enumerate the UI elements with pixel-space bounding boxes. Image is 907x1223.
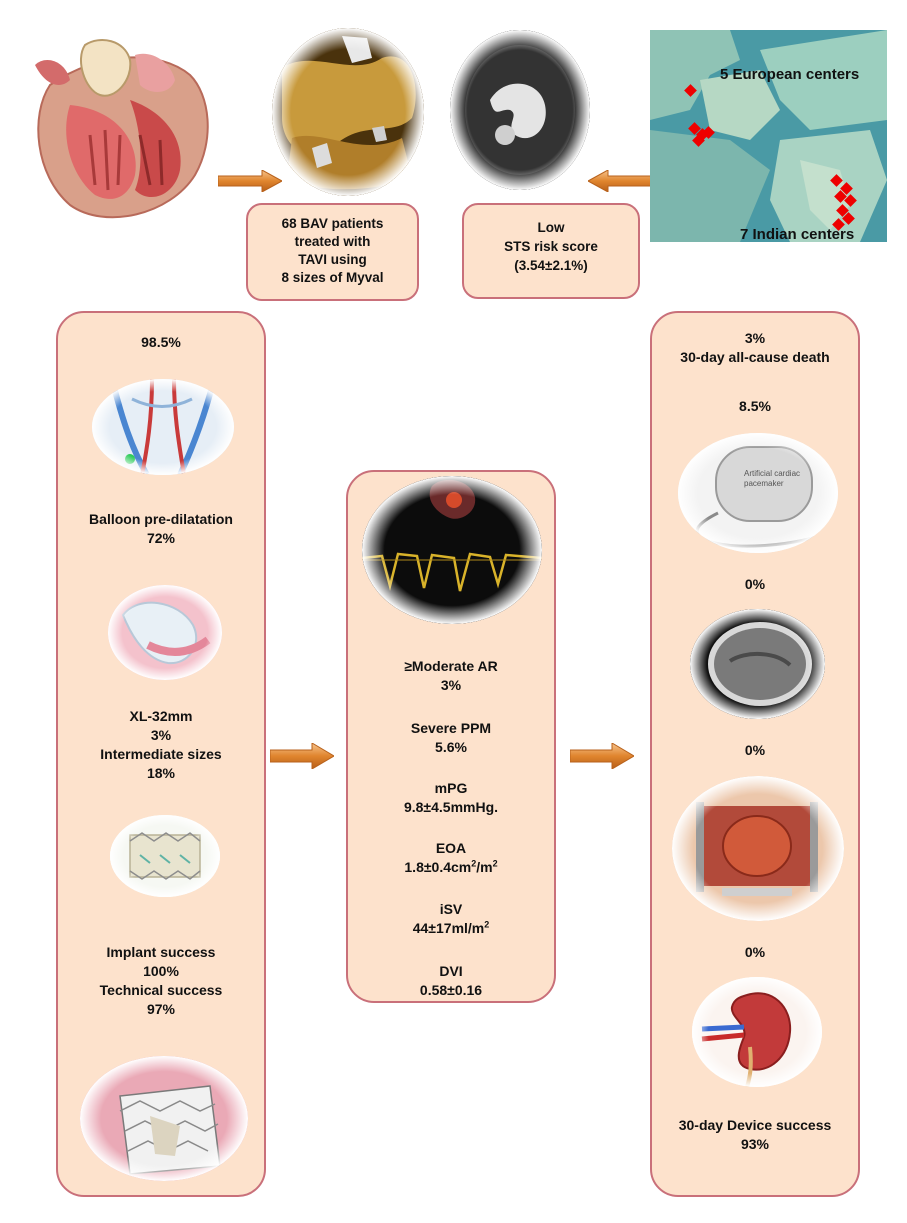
brain-ct-image [690, 609, 825, 719]
patients-line: 68 BAV patients [281, 216, 384, 231]
kidney-image [692, 977, 822, 1087]
intermediate-sizes-label: Intermediate sizes [100, 746, 222, 762]
india-centers-label: 7 Indian centers [740, 226, 855, 242]
patients-box: 68 BAV patients treated with TAVI using … [246, 203, 419, 301]
ct-3d-render-image [272, 28, 424, 196]
severe-ppm-label: Severe PPM [410, 720, 492, 736]
death-label: 30-day all-cause death [680, 349, 830, 365]
technical-success-label: Technical success [99, 982, 223, 998]
outcomes-column: 3% 30-day all-cause death 8.5% Artificia… [650, 311, 860, 1197]
death-value: 3% [744, 330, 766, 346]
surgery-value: 0% [744, 742, 766, 758]
arrow-right-3 [270, 743, 334, 769]
isv-value: 44±17ml/m2 [348, 919, 554, 938]
risk-line: STS risk score [504, 239, 598, 254]
vascular-access-image [92, 379, 234, 475]
hemodynamics-column: ≥Moderate AR 3% Severe PPM 5.6% mPG 9.8±… [346, 470, 556, 1003]
arrow-right-1 [218, 170, 282, 192]
pacemaker-image: Artificial cardiac pacemaker [678, 433, 838, 553]
balloon-predilatation-label: Balloon pre-dilatation [89, 511, 233, 527]
isv-label: iSV [439, 901, 463, 917]
procedure-column: 98.5% Balloon pre-dilatation 72% XL-32mm… [56, 311, 266, 1197]
eoa-value-unit: /m [476, 859, 493, 875]
pacemaker-text-line: pacemaker [744, 479, 784, 488]
arrow-left-2 [588, 170, 654, 192]
severe-ppm-value: 5.6% [435, 739, 467, 755]
risk-line: (3.54±2.1%) [514, 258, 588, 273]
moderate-ar-text: Moderate AR [411, 658, 498, 674]
echocardiogram-image [362, 476, 542, 624]
open-heart-surgery-image [672, 776, 844, 921]
stroke-value: 0% [744, 576, 766, 592]
myval-valve-image [110, 815, 220, 897]
europe-centers-label: 5 European centers [720, 66, 860, 83]
device-success-value: 93% [740, 1136, 770, 1152]
kidney-value: 0% [744, 944, 766, 960]
eoa-sup: 2 [492, 858, 498, 869]
heart-illustration [10, 25, 215, 225]
centers-map: 5 European centers 7 Indian centers [650, 30, 887, 242]
device-success-label: 30-day Device success [678, 1117, 832, 1133]
risk-line: Low [537, 220, 565, 235]
implant-success-value: 100% [143, 963, 179, 979]
dvi-label: DVI [439, 963, 463, 979]
predilatation-rate: 98.5% [141, 334, 181, 350]
greater-equal-symbol: ≥ [404, 658, 412, 674]
eoa-label: EOA [435, 840, 467, 856]
patients-line: TAVI using [298, 252, 367, 267]
arrow-right-4 [570, 743, 634, 769]
eoa-value-main: 1.8±0.4cm [404, 859, 472, 875]
implanted-valve-image [80, 1056, 248, 1181]
moderate-ar-label: ≥Moderate AR [348, 657, 554, 676]
patients-line: treated with [294, 234, 371, 249]
mpg-value: 9.8±4.5mmHg. [403, 799, 499, 815]
moderate-ar-value: 3% [440, 677, 462, 693]
mpg-label: mPG [434, 780, 468, 796]
pacemaker-text-line: Artificial cardiac [744, 469, 801, 478]
xl-size-value: 3% [150, 727, 172, 743]
risk-score-box: Low STS risk score (3.54±2.1%) [462, 203, 640, 299]
ct-scan-slice-image [450, 30, 590, 190]
balloon-valve-image [108, 585, 222, 680]
xl-size-label: XL-32mm [129, 708, 193, 724]
isv-sup: 2 [484, 919, 490, 930]
dvi-value: 0.58±0.16 [419, 982, 483, 998]
intermediate-sizes-value: 18% [146, 765, 176, 781]
balloon-predilatation-value: 72% [146, 530, 176, 546]
pacemaker-text: Artificial cardiac pacemaker [744, 469, 800, 489]
eoa-value: 1.8±0.4cm2/m2 [348, 858, 554, 877]
technical-success-value: 97% [146, 1001, 176, 1017]
isv-value-main: 44±17ml/m [412, 920, 485, 936]
patients-line: 8 sizes of Myval [281, 270, 384, 285]
implant-success-label: Implant success [106, 944, 216, 960]
eoa-sup: 2 [471, 858, 477, 869]
pacemaker-value: 8.5% [739, 398, 771, 414]
